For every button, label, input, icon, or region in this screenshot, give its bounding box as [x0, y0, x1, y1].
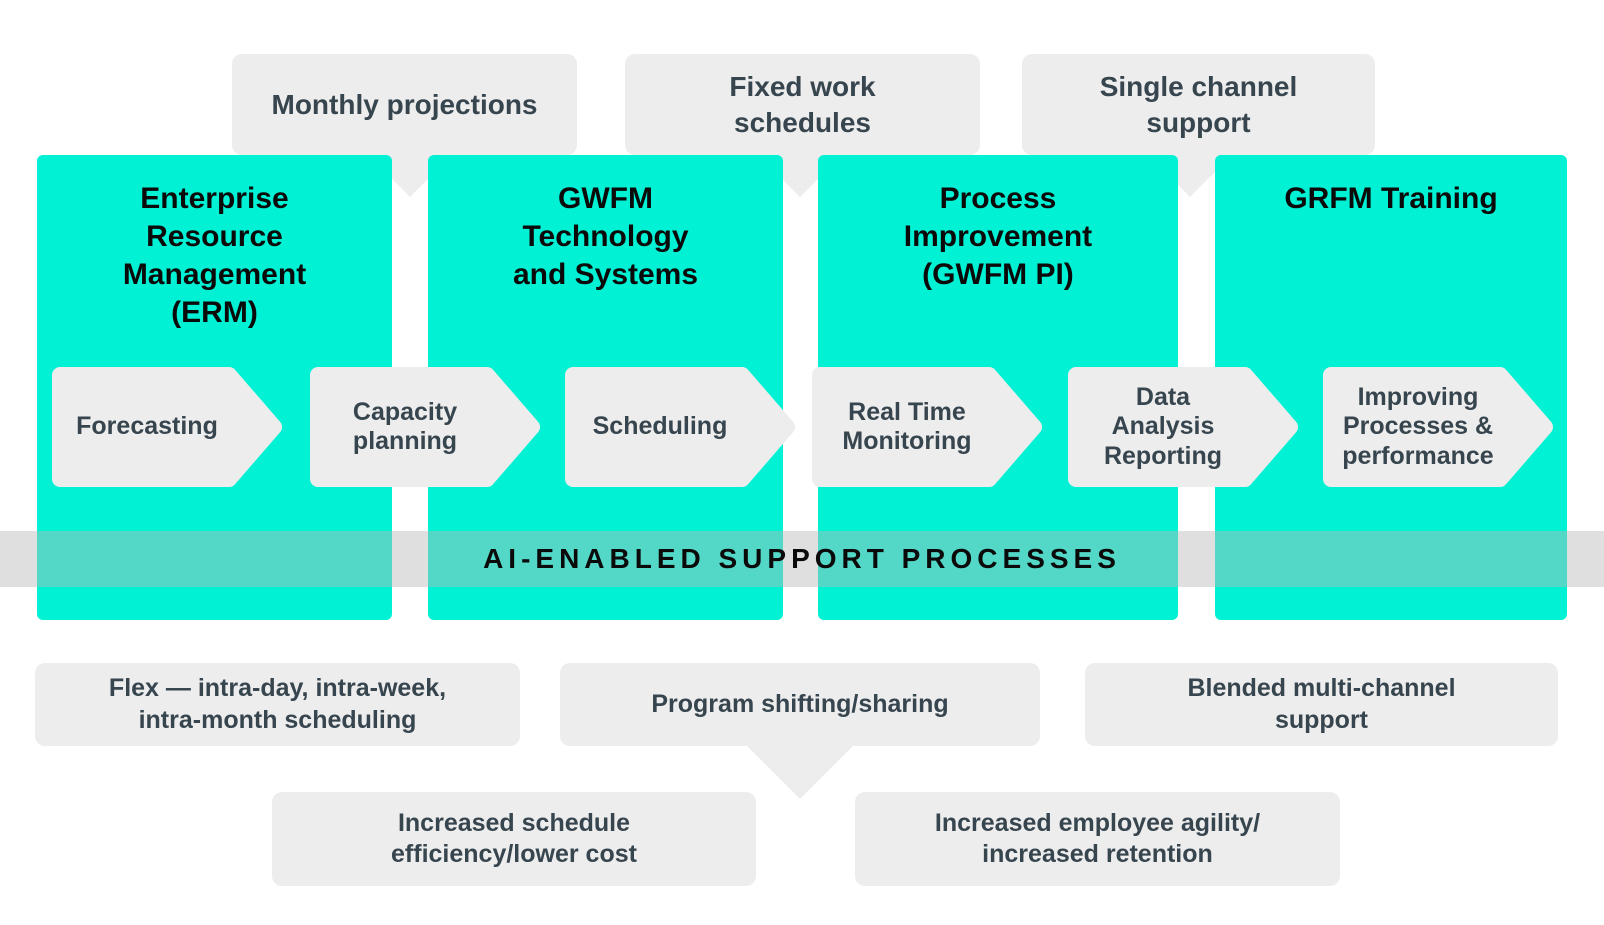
arrow-shape-icon — [1323, 367, 1553, 487]
feature-label: Flex — intra-day, intra-week, intra-mont… — [108, 674, 447, 734]
callout-fixed-work-schedules: Fixed work schedules — [625, 54, 980, 197]
feature-label: Blended multi-channel support — [1187, 674, 1456, 734]
callout-label: Fixed work schedules — [729, 70, 876, 138]
outcome-employee-agility-retention: Increased employee agility/ increased re… — [855, 792, 1340, 886]
process-arrow-data-analysis-reporting: Data Analysis Reporting — [1068, 367, 1298, 487]
feature-label: Program shifting/sharing — [651, 689, 949, 718]
process-arrow-capacity-planning: Capacity planning — [310, 367, 540, 487]
process-arrow-label: Real Time Monitoring — [842, 397, 972, 456]
feature-program-shifting-sharing: Program shifting/sharing — [560, 663, 1040, 799]
arrow-shape-icon — [310, 367, 540, 487]
outcome-schedule-efficiency: Increased schedule efficiency/lower cost — [272, 792, 756, 886]
process-arrow-label: Forecasting — [76, 412, 218, 441]
callout-label: Single channel support — [1099, 70, 1298, 138]
outcome-label: Increased employee agility/ increased re… — [934, 808, 1261, 868]
process-arrow-label: Scheduling — [592, 412, 728, 441]
feature-flex-scheduling: Flex — intra-day, intra-week, intra-mont… — [35, 663, 520, 746]
pillar-title: GRFM Training — [1284, 182, 1498, 215]
callout-label: Monthly projections — [271, 88, 538, 120]
process-arrow-improving-processes: Improving Processes & performance — [1323, 367, 1553, 487]
pillar-title: GWFM Technology and Systems — [512, 182, 699, 292]
arrow-shape-icon — [565, 367, 795, 487]
process-arrow-label: Improving Processes & performance — [1342, 382, 1494, 470]
callout-single-channel-support: Single channel support — [1022, 54, 1375, 197]
pillar-title: Enterprise Resource Management (ERM) — [122, 182, 307, 330]
process-arrow-label: Capacity planning — [352, 397, 458, 456]
process-arrow-real-time-monitoring: Real Time Monitoring — [812, 367, 1042, 487]
arrow-shape-icon — [1068, 367, 1298, 487]
pillar-title: Process Improvement (GWFM PI) — [903, 182, 1093, 292]
outcome-label: Increased schedule efficiency/lower cost — [391, 808, 637, 868]
ai-enabled-band-label: AI-ENABLED SUPPORT PROCESSES — [483, 543, 1121, 574]
callout-monthly-projections: Monthly projections — [232, 54, 577, 197]
feature-blended-multichannel-support: Blended multi-channel support — [1085, 663, 1558, 746]
process-arrow-scheduling: Scheduling — [565, 367, 795, 487]
arrow-shape-icon — [52, 367, 282, 487]
process-arrow-forecasting: Forecasting — [52, 367, 282, 487]
arrow-shape-icon — [812, 367, 1042, 487]
process-arrow-label: Data Analysis Reporting — [1103, 382, 1223, 470]
ai-enabled-band: AI-ENABLED SUPPORT PROCESSES — [0, 531, 1604, 587]
